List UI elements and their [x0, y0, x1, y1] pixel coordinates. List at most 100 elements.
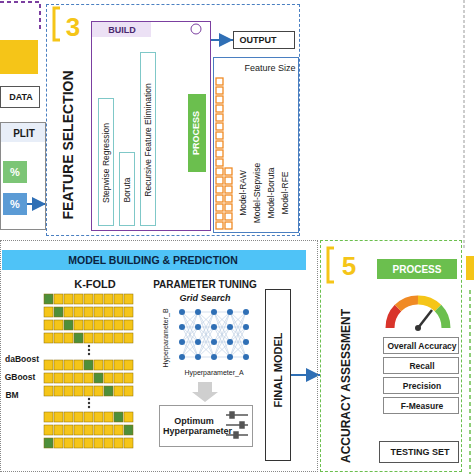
header-band [2, 250, 306, 270]
fold-cell [64, 412, 73, 422]
grid-node [227, 354, 233, 360]
gauge-needle [418, 310, 432, 328]
node-text: BUILD [108, 26, 136, 36]
grid-node [195, 354, 201, 360]
grid-line [198, 342, 214, 357]
node-text: ACCURACY ASSESSMENT [340, 309, 353, 463]
fold-cell [114, 360, 123, 370]
ellipsis-dot [88, 345, 90, 347]
node-text: Overall Accuracy [387, 342, 456, 351]
fold-cell [124, 320, 133, 330]
fold-cell [44, 438, 53, 448]
fold-cell [104, 425, 113, 435]
grid-line [182, 312, 198, 357]
fold-cell [124, 294, 133, 304]
bracket [54, 8, 60, 40]
fold-cell [104, 438, 113, 448]
fold-cell [44, 373, 53, 383]
fold-cell [124, 386, 133, 396]
fold-cell [84, 360, 93, 370]
fold-cell [74, 307, 83, 317]
fold-cell [104, 412, 113, 422]
fold-cell [114, 320, 123, 330]
grid-node [179, 309, 185, 315]
grid-line [214, 312, 230, 357]
feature-square [225, 186, 232, 193]
fold-cell [54, 320, 63, 330]
method-box: Stepwise Regression [98, 98, 114, 226]
node-text: 5 [342, 252, 356, 281]
fold-cell [104, 360, 113, 370]
fold-cell [54, 412, 63, 422]
node-text: Feature Size [244, 64, 295, 74]
step-label: PARAMETER TUNING [153, 279, 257, 290]
node-text: F-Measure [401, 402, 444, 411]
fold-cell [124, 360, 133, 370]
fold-cell [64, 320, 73, 330]
fold-cell [64, 386, 73, 396]
optimum-box: Optimum Hyperparameter [159, 405, 253, 447]
fold-cell [84, 425, 93, 435]
feature-square [216, 105, 223, 112]
fold-cell [104, 307, 113, 317]
node-text: Recursive Feature Elimination [144, 83, 153, 196]
fold-cell [74, 360, 83, 370]
fold-cell [94, 386, 103, 396]
metric-box: Overall Accuracy [383, 337, 459, 354]
grid-node [211, 339, 217, 345]
data-box: DATA [0, 86, 40, 108]
fold-cell [104, 333, 113, 343]
output-box: OUTPUT [233, 31, 295, 49]
fold-cell [64, 294, 73, 304]
fold-cell [94, 307, 103, 317]
fold-cell [44, 307, 53, 317]
fold-cell [54, 425, 63, 435]
node-text: FEATURE SELECTION [61, 70, 76, 219]
fold-cell [74, 333, 83, 343]
grid-line [182, 312, 198, 357]
feature-square [216, 159, 223, 166]
fold-cell [54, 438, 63, 448]
fold-cell [124, 373, 133, 383]
feature-square [216, 141, 223, 148]
result-panel: Feature SizeModel-RAWModel-StepwiseModel… [213, 57, 299, 233]
feature-selection-panel: 3FEATURE SELECTIONBUILDStepwise Regressi… [46, 4, 300, 236]
frame-line [464, 0, 465, 250]
node-text: % [10, 166, 20, 178]
fold-cell [74, 438, 83, 448]
icon [191, 24, 201, 34]
fold-cell [64, 360, 73, 370]
feature-square [216, 186, 223, 193]
feature-square [225, 213, 232, 220]
node-text: PLIT [13, 128, 35, 139]
metric-box: Precision [383, 377, 459, 394]
feature-square [216, 222, 223, 229]
frame-line [469, 290, 471, 474]
feature-square [216, 132, 223, 139]
fold-cell [84, 294, 93, 304]
fold-cell [114, 307, 123, 317]
fold-cell [74, 425, 83, 435]
fold-cell [44, 425, 53, 435]
method-box: Recursive Feature Elimination [140, 52, 156, 226]
fold-cell [74, 294, 83, 304]
fold-cell [44, 412, 53, 422]
split-box: PLIT%% [0, 122, 46, 230]
grid-node [243, 309, 249, 315]
grid-node [243, 339, 249, 345]
grid-line [198, 312, 214, 357]
fold-cell [104, 386, 113, 396]
fold-cell [84, 320, 93, 330]
fold-cell [94, 360, 103, 370]
fold-cell [114, 333, 123, 343]
metric-box: F-Measure [383, 397, 459, 414]
feature-square [216, 150, 223, 157]
fold-cell [94, 425, 103, 435]
feature-square [216, 177, 223, 184]
grid-line [182, 342, 198, 357]
node-text: Model-RAW [239, 170, 248, 216]
fold-cell [104, 294, 113, 304]
fold-cell [84, 438, 93, 448]
fold-cell [64, 373, 73, 383]
node-text: TESTING SET [390, 448, 449, 458]
